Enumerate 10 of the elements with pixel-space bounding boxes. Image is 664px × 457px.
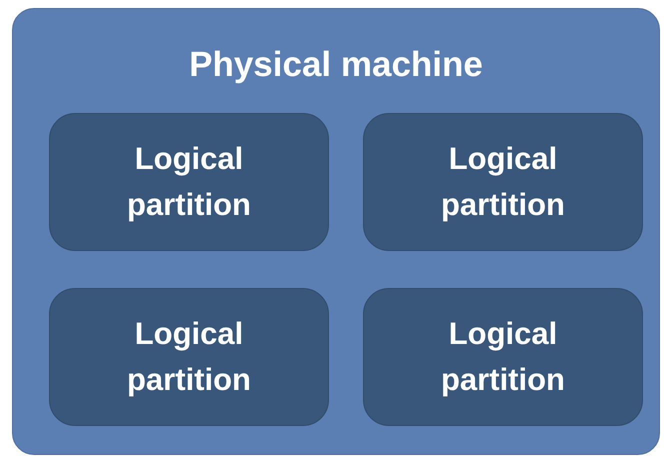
partition-box [49, 113, 329, 251]
partition-box [363, 113, 643, 251]
panel-title: Physical machine [189, 45, 483, 85]
machine-panel [12, 8, 660, 455]
partition-label: Logical partition [126, 315, 252, 399]
partition-label: Logical partition [440, 140, 566, 224]
partition-label: Logical partition [126, 140, 252, 224]
partition-label: Logical partition [440, 315, 566, 399]
partition-box [49, 288, 329, 426]
partition-box [363, 288, 643, 426]
